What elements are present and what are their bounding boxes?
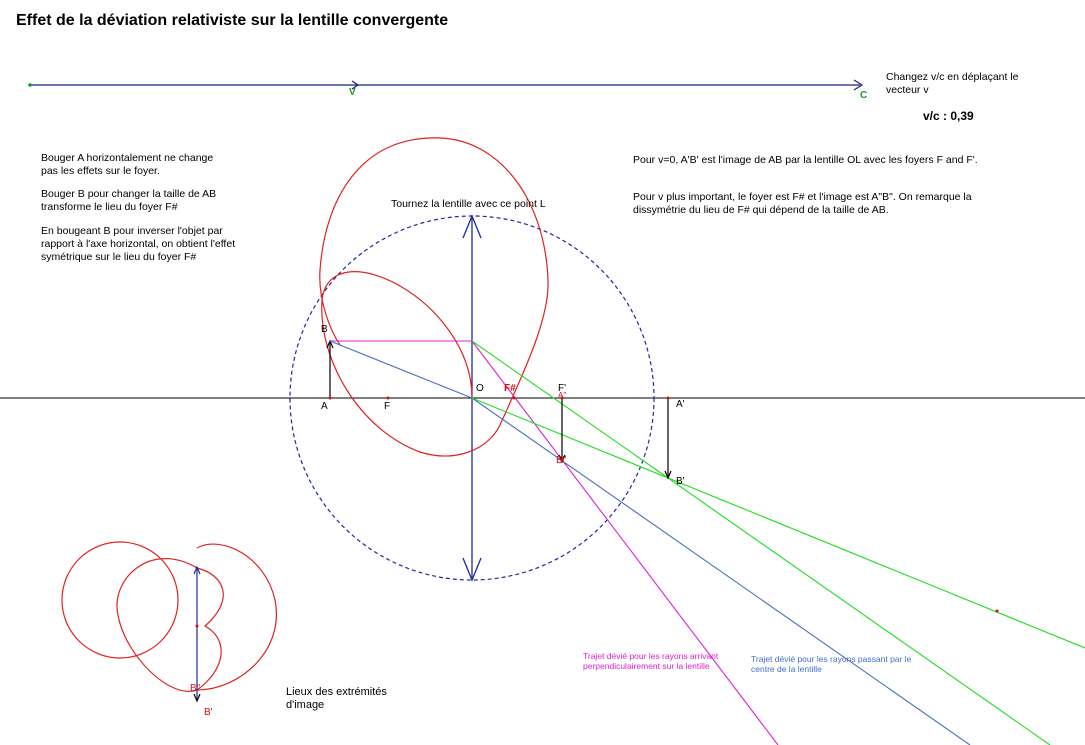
- lens-top-arrow: [462, 214, 482, 239]
- point-aprime: [666, 396, 670, 400]
- label-c: C: [860, 90, 868, 101]
- velocity-ratio: v/c : 0,39: [923, 109, 974, 123]
- point-fsharp: [512, 396, 516, 400]
- locus-bottom-arrow: [193, 693, 201, 703]
- page-title: Effet de la déviation relativiste sur la…: [16, 12, 449, 29]
- locus-center-point: [195, 624, 199, 628]
- ray-point: [995, 609, 999, 613]
- right-note-2: Pour v plus important, le foyer est F# e…: [633, 191, 972, 216]
- green-ray-1: [471, 340, 1051, 745]
- locus-circle-left: [61, 541, 179, 659]
- blue-incident-ray: [329, 340, 473, 399]
- lens-caption: Tournez la lentille avec ce point L: [391, 198, 546, 210]
- green-ray-2: [471, 397, 1085, 649]
- lens-bottom-arrow: [462, 557, 482, 582]
- label-b: B: [321, 324, 328, 335]
- point-b2: [560, 458, 564, 462]
- velocity-instructions: Changez v/c en déplaçant le vecteur v: [886, 71, 1019, 96]
- left-note-2: Bouger B pour changer la taille de AB tr…: [41, 188, 217, 213]
- blue-ray-caption: Trajet dévié pour les rayons passant par…: [751, 654, 912, 674]
- label-f: F: [384, 401, 391, 412]
- left-note-3: En bougeant B pour inverser l'objet par …: [41, 225, 236, 263]
- locus-top-arrow: [193, 565, 201, 575]
- label-bprime: B': [676, 476, 685, 487]
- locus-inner-curve: [196, 567, 224, 691]
- blue-deviated-ray: [471, 397, 971, 745]
- image-a2b2-arrow: [558, 454, 566, 464]
- label-b2: B": [556, 455, 567, 466]
- velocity-arrowhead-v: [351, 80, 360, 90]
- magenta-ray-caption: Trajet dévié pour les rayons arrivant pe…: [583, 651, 719, 671]
- velocity-origin-handle[interactable]: [28, 83, 32, 87]
- label-a2: A": [558, 391, 567, 400]
- label-o: O: [476, 383, 484, 394]
- label-aprime: A': [676, 399, 685, 410]
- label-fsharp: F#: [504, 383, 516, 394]
- point-a2: [560, 396, 564, 400]
- point-f: [386, 396, 390, 400]
- point-a[interactable]: [328, 396, 332, 400]
- magenta-deviated-ray: [471, 340, 779, 745]
- label-fprime: F': [558, 383, 567, 394]
- image-apbp-arrow: [664, 470, 672, 480]
- fsharp-locus-curve: [319, 137, 549, 457]
- right-note-1: Pour v=0, A'B' est l'image de AB par la …: [633, 154, 978, 166]
- label-bprime-small: B': [204, 707, 213, 718]
- loci-caption: Lieux des extrémités d'image: [286, 686, 387, 711]
- left-note-1: Bouger A horizontalement ne change pas l…: [41, 152, 214, 177]
- label-v: V: [349, 87, 356, 98]
- velocity-arrowhead-c: [853, 79, 864, 91]
- label-b2-small: B": [190, 683, 201, 694]
- label-a: A: [321, 401, 328, 412]
